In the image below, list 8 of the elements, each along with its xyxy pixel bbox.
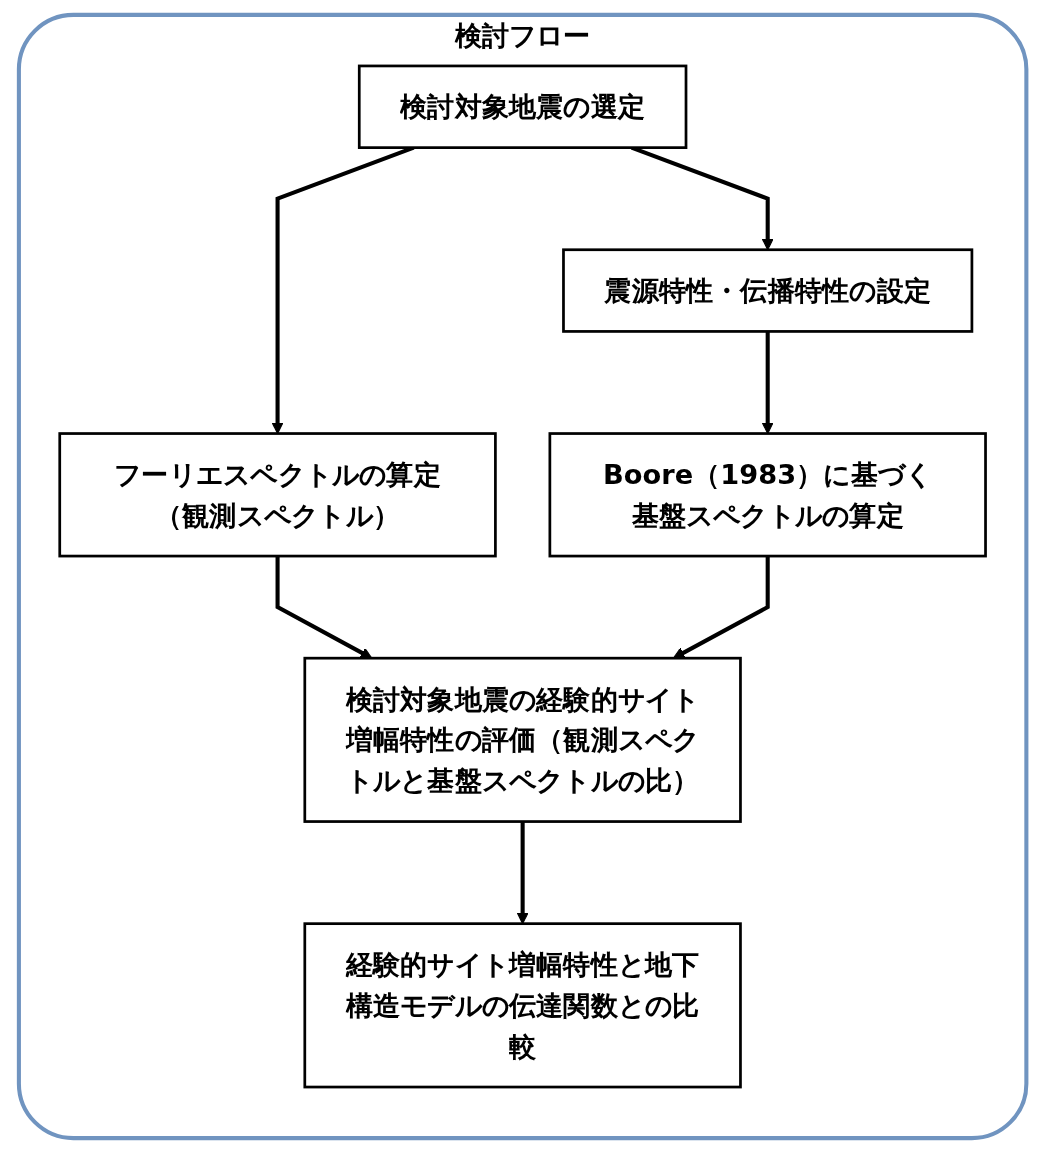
node-box: フーリエスペクトルの算定（観測スペクトル） <box>58 432 498 558</box>
node-box: 経験的サイト増幅特性と地下構造モデルの伝達関数との比較 <box>303 922 743 1089</box>
node-box: 検討対象地震の経験的サイト増幅特性の評価（観測スペクトルと基盤スペクトルの比） <box>303 656 743 823</box>
node-box: Boore（1983）に基づく基盤スペクトルの算定 <box>548 432 988 558</box>
arrow <box>275 556 373 659</box>
node-box: 検討対象地震の選定 <box>358 64 688 149</box>
node-box: 震源特性・伝播特性の設定 <box>562 248 974 333</box>
arrow <box>673 556 771 659</box>
